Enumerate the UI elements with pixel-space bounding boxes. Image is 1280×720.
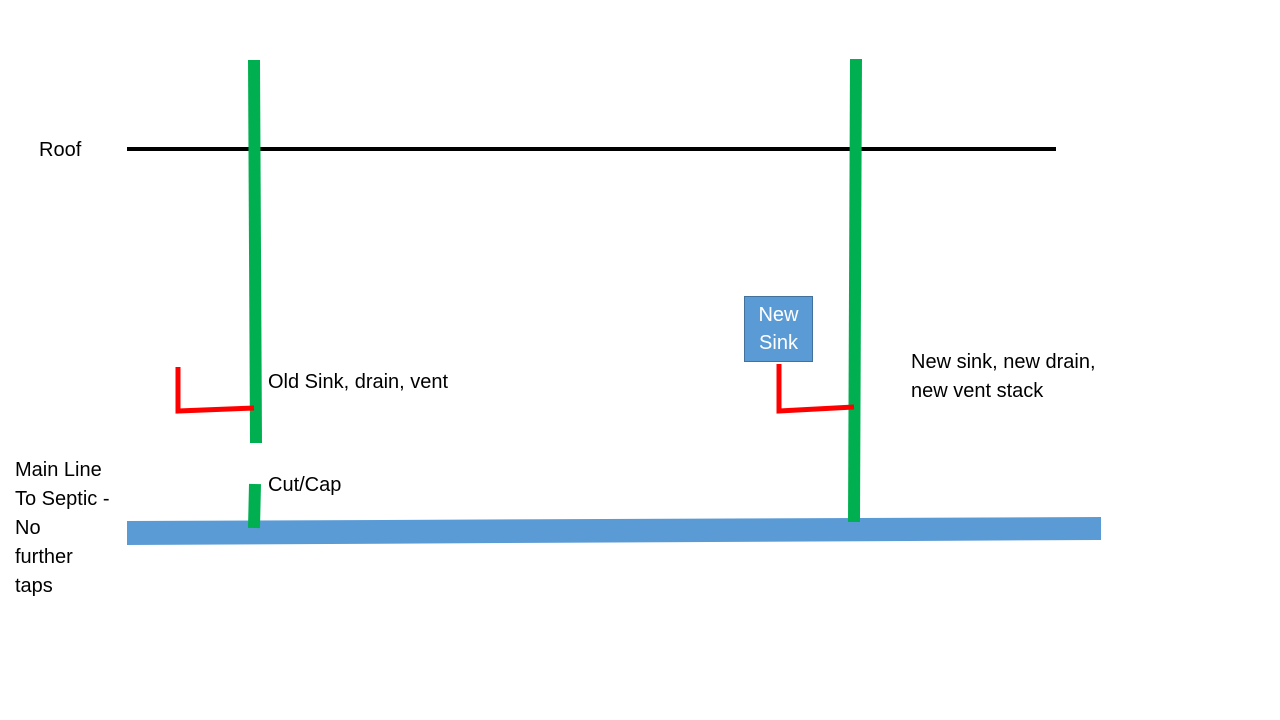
new-sink-box-line: Sink: [759, 332, 798, 354]
main-line-label-line: taps: [15, 575, 53, 597]
new-sink-description-line: new vent stack: [911, 380, 1044, 402]
new-sink-description-line: New sink, new drain,: [911, 351, 1096, 373]
new-sink-drain: [776, 364, 855, 414]
cut-cap-label: Cut/Cap: [268, 474, 342, 496]
main-line-label-line: No: [15, 517, 41, 539]
main-line-label-line: Main Line: [15, 459, 102, 481]
old-vent-stack: [248, 59, 262, 444]
main-line-label-line: further: [15, 546, 73, 568]
old-sink-label: Old Sink, drain, vent: [268, 371, 449, 393]
main-line-label-line: To Septic -: [15, 488, 110, 510]
new-sink-description: New sink, new drain, new vent stack: [911, 348, 1096, 406]
cut-cap-stub: [248, 483, 261, 529]
roof-label: Roof: [39, 139, 82, 161]
new-sink-box: New Sink: [744, 296, 813, 362]
new-sink-box-line: New: [758, 304, 799, 326]
main-line-label: Main Line To Septic - No further taps: [15, 456, 109, 601]
old-sink-drain: [175, 367, 255, 414]
new-vent-stack: [848, 58, 862, 523]
main-line-pipe: [127, 517, 1101, 545]
